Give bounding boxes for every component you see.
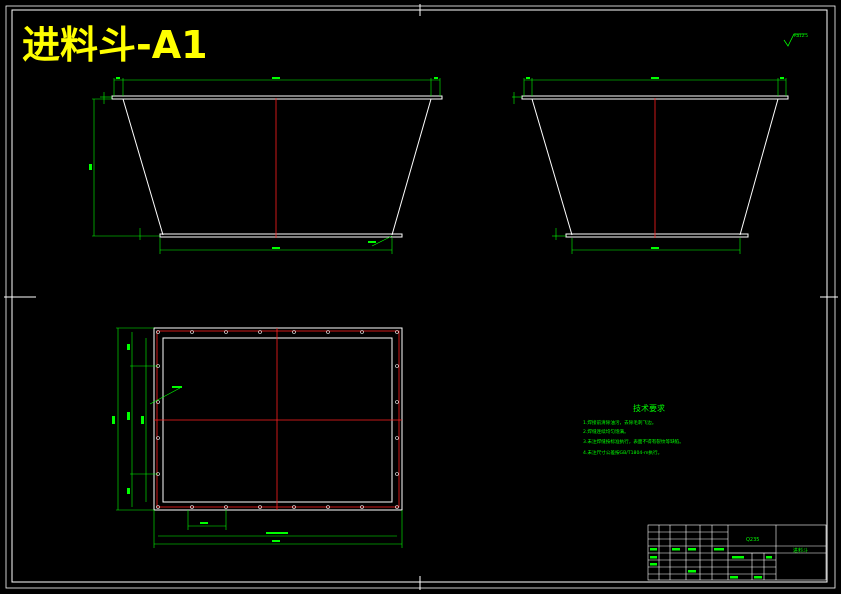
side-view [512,77,789,254]
tech-req-heading: 技术要求 [633,403,665,413]
tech-req-item: 2.焊缝连续均匀饱满。 [583,428,629,435]
tech-req-item: 3.未注焊缝按标准执行，表面不得有裂纹等缺陷。 [583,438,684,445]
roughness-symbol [783,33,806,47]
top-view-outer-flange [153,327,403,511]
bolt-holes [156,330,399,509]
tech-req-item: 1.焊接前清除油污，去除毛刺飞边。 [583,419,656,426]
front-view-bottom-flange [159,233,403,238]
title-block-fill-marks [650,548,772,579]
front-view [89,77,443,254]
roughness-note: Ra12.5 [794,33,809,38]
side-view-bottom-flange [565,233,749,238]
top-view [112,327,403,548]
title-block-name: 进料斗 [793,547,808,554]
outer-sheet-border [5,5,836,589]
centering-marks [4,4,838,590]
drawing-title: 进料斗-A1 [22,23,208,67]
title-block-material: Q235 [746,537,759,543]
tech-req-item: 4.未注尺寸公差按GB/T1804-m执行。 [583,449,662,456]
technical-requirements: 技术要求 1.焊接前清除油污，去除毛刺飞边。 2.焊缝连续均匀饱满。 3.未注焊… [583,403,684,456]
front-view-top-flange [111,95,443,100]
title-block [647,524,827,581]
